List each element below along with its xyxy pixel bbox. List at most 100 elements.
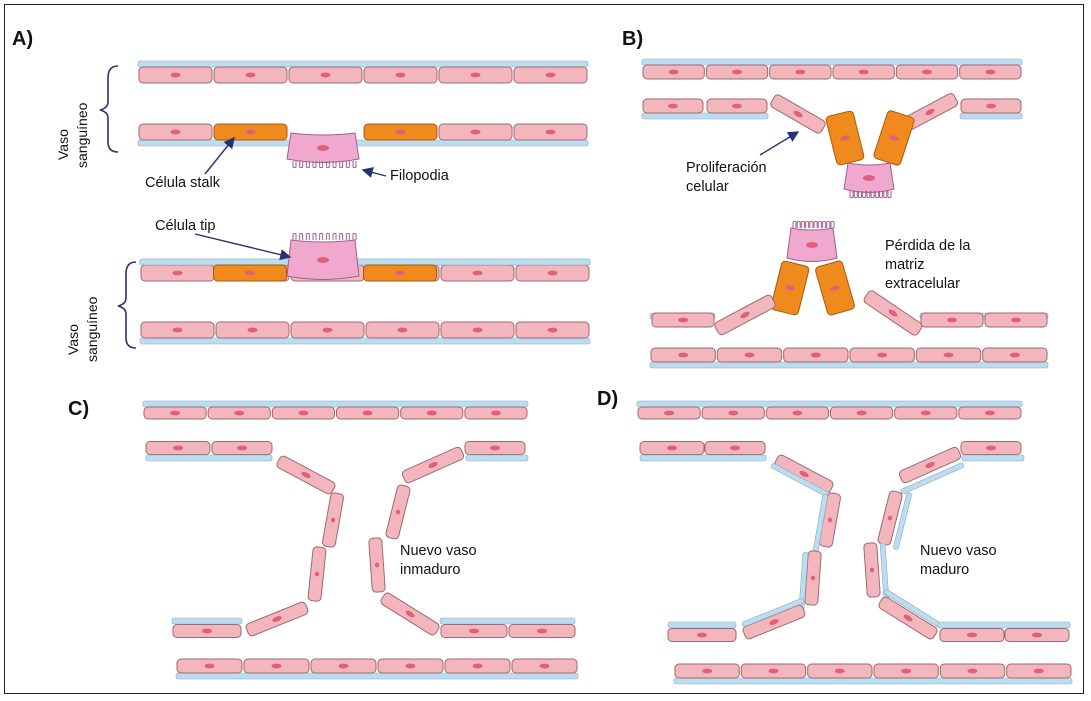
c-lower-cell <box>377 658 444 674</box>
vessel-label-top-line2: sanguíneo <box>74 102 90 168</box>
b-top-stalk-cell <box>873 110 915 166</box>
a-bot-lower-cell <box>215 321 290 339</box>
b-bot-cell <box>651 312 715 328</box>
d-cell <box>639 441 705 455</box>
c-cell <box>172 624 242 638</box>
d-cell <box>939 628 1005 642</box>
c-cell <box>508 624 576 638</box>
c-lower-cell <box>444 658 511 674</box>
c-cell <box>440 624 508 638</box>
c-branch-cell <box>380 592 440 636</box>
b-bot-lower-cell <box>915 347 982 363</box>
b-bot-lower-cell <box>982 347 1048 363</box>
c-branch-cell <box>307 546 327 602</box>
a-top-upper-cell <box>438 66 513 84</box>
b-bot-tip-cell <box>786 220 838 262</box>
a-bot-lower-cell <box>290 321 365 339</box>
b-bot-stalk-cell <box>815 260 855 316</box>
c-upper-right-membrane <box>465 454 529 462</box>
a-bot-lower-cell <box>515 321 590 339</box>
stalk-cell-label: Célula stalk <box>145 175 221 191</box>
a-top-tip-cell <box>286 132 360 169</box>
b-top-upper-cell <box>895 64 959 80</box>
b-bot-cell <box>920 312 984 328</box>
b-bot-lower-membrane <box>649 361 1049 369</box>
d-upper-cell <box>637 406 701 420</box>
vessel-label-top-line1: Vaso <box>55 129 71 160</box>
figure-frame <box>4 4 1084 694</box>
tip-cell-label: Célula tip <box>155 218 215 234</box>
d-lower-cell <box>939 663 1006 679</box>
d-sheath <box>900 462 964 495</box>
tip-arrow <box>194 233 292 261</box>
b-bot-lower-cell <box>716 347 783 363</box>
d-cell <box>667 628 737 642</box>
vessel-label-bottom-line2: sanguíneo <box>84 296 100 362</box>
d-upper-left-membrane <box>639 454 767 462</box>
b-top-upper-cell <box>832 64 895 80</box>
d-upper-cell <box>829 406 894 420</box>
b-top-lower-right-membrane <box>959 112 1023 120</box>
b-top-upper-cell <box>642 64 705 80</box>
d-upper-cell <box>765 406 830 420</box>
b-top-cell <box>706 98 768 114</box>
b-bot-lower-cell <box>783 347 849 363</box>
d-upper-right-membrane <box>961 454 1025 462</box>
d-lower-membrane <box>673 677 1073 685</box>
b-top-cell <box>642 98 704 114</box>
d-sheath <box>741 598 805 627</box>
filopodia-label: Filopodia <box>390 168 450 184</box>
d-upper-cell <box>701 406 765 420</box>
b-bot-lower-cell <box>650 347 716 363</box>
c-lower-cell <box>511 658 578 674</box>
matrix-label-line2: matriz <box>885 257 924 273</box>
panel-a-letter: A) <box>12 28 33 50</box>
a-top-upper-cell <box>213 66 288 84</box>
b-bot-stalk-cell <box>770 260 810 316</box>
a-bot-lower-cell <box>140 321 215 339</box>
panel-c-letter: C) <box>68 398 89 420</box>
d-upper-membrane <box>636 400 1023 408</box>
c-lower-right-membrane <box>439 617 576 625</box>
mature-vessel-label-line2: maduro <box>920 562 969 578</box>
panel-d-letter: D) <box>597 388 618 410</box>
c-lower-cell <box>176 658 243 674</box>
a-top-upper-cell <box>513 66 588 84</box>
panel-b-letter: B) <box>622 28 643 50</box>
a-bot-upper-cell <box>515 264 590 282</box>
matrix-label-line1: Pérdida de la <box>885 238 971 254</box>
b-top-upper-cell <box>959 64 1022 80</box>
c-upper-membrane <box>142 400 529 408</box>
a-bot-upper-cell <box>440 264 515 282</box>
c-lower-left-membrane <box>171 617 243 625</box>
a-bot-lower-cell <box>365 321 440 339</box>
a-bot-stalk-cell <box>213 264 287 282</box>
d-lower-right-membrane <box>937 621 1071 629</box>
d-upper-cell <box>894 406 958 420</box>
a-top-lower-cell <box>138 123 213 141</box>
d-lower-left-membrane <box>667 621 737 629</box>
c-branch-cell <box>368 537 386 593</box>
c-upper-cell <box>400 406 464 420</box>
c-branch-cell <box>276 455 336 495</box>
b-top-upper-cell <box>705 64 769 80</box>
immature-vessel-label-line2: inmaduro <box>400 562 460 578</box>
d-lower-cell <box>674 663 740 679</box>
stalk-arrow <box>204 136 235 175</box>
proliferation-arrow <box>759 131 800 156</box>
filopodia-arrow <box>361 167 387 178</box>
d-branch-cell <box>898 446 962 484</box>
c-lower-membrane <box>175 672 579 680</box>
d-cell <box>704 441 766 455</box>
b-top-cell <box>960 98 1022 114</box>
d-sheath <box>893 492 912 550</box>
c-branch-cell <box>322 492 344 548</box>
vessel-label-bottom-line1: Vaso <box>65 324 81 355</box>
b-top-tip-cell <box>843 162 895 199</box>
c-lower-cell <box>310 658 377 674</box>
c-upper-cell <box>464 406 528 420</box>
c-branch-cell <box>401 446 465 484</box>
cells-layer <box>137 58 1073 685</box>
a-bot-row-skip-membrane <box>139 258 591 266</box>
